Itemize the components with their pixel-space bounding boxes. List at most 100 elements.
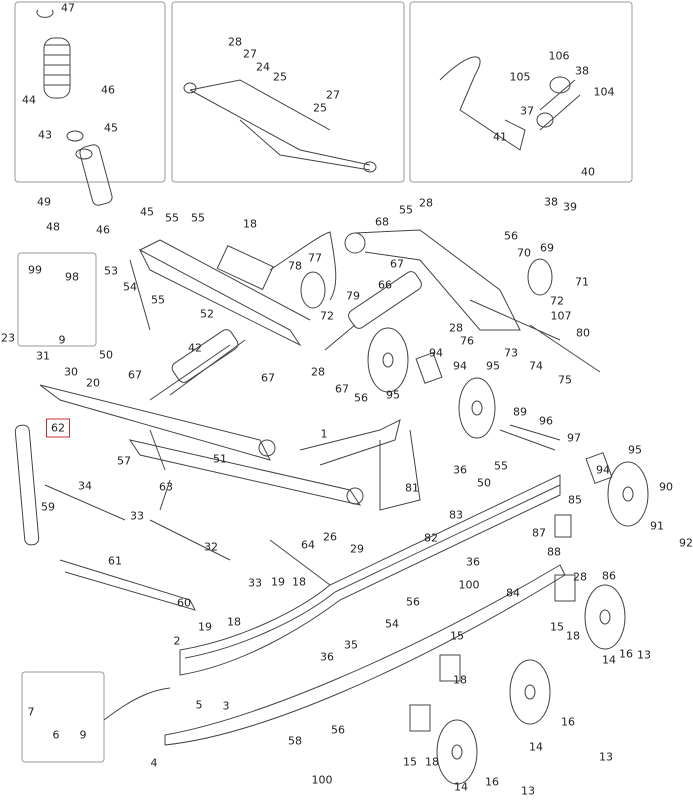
part-callout-63[interactable]: 63 xyxy=(159,480,173,494)
part-callout-90[interactable]: 90 xyxy=(659,480,673,494)
part-callout-38[interactable]: 38 xyxy=(575,64,589,78)
part-callout-98[interactable]: 98 xyxy=(65,270,79,284)
part-callout-14[interactable]: 14 xyxy=(454,780,468,794)
part-callout-100[interactable]: 100 xyxy=(311,773,333,787)
part-callout-55[interactable]: 55 xyxy=(165,211,179,225)
part-callout-62[interactable]: 62 xyxy=(46,418,70,438)
part-callout-18[interactable]: 18 xyxy=(425,755,439,769)
part-callout-74[interactable]: 74 xyxy=(529,359,543,373)
part-callout-1[interactable]: 1 xyxy=(320,427,328,441)
part-callout-67[interactable]: 67 xyxy=(390,257,404,271)
part-callout-46[interactable]: 46 xyxy=(101,83,115,97)
part-callout-56[interactable]: 56 xyxy=(504,229,518,243)
part-callout-70[interactable]: 70 xyxy=(517,246,531,260)
part-callout-79[interactable]: 79 xyxy=(346,289,360,303)
part-callout-55[interactable]: 55 xyxy=(191,211,205,225)
part-callout-91[interactable]: 91 xyxy=(650,519,664,533)
part-callout-26[interactable]: 26 xyxy=(323,530,337,544)
part-callout-54[interactable]: 54 xyxy=(123,280,137,294)
part-callout-41[interactable]: 41 xyxy=(493,130,507,144)
part-callout-72[interactable]: 72 xyxy=(320,309,334,323)
part-callout-71[interactable]: 71 xyxy=(575,275,589,289)
part-callout-7[interactable]: 7 xyxy=(27,705,35,719)
part-callout-28[interactable]: 28 xyxy=(419,196,433,210)
part-callout-86[interactable]: 86 xyxy=(602,569,616,583)
part-callout-19[interactable]: 19 xyxy=(198,620,212,634)
part-callout-95[interactable]: 95 xyxy=(386,388,400,402)
part-callout-13[interactable]: 13 xyxy=(637,648,651,662)
part-callout-46[interactable]: 46 xyxy=(96,223,110,237)
part-callout-24[interactable]: 24 xyxy=(256,60,270,74)
part-callout-104[interactable]: 104 xyxy=(593,85,615,99)
part-callout-56[interactable]: 56 xyxy=(406,595,420,609)
part-callout-48[interactable]: 48 xyxy=(46,220,60,234)
part-callout-78[interactable]: 78 xyxy=(288,259,302,273)
part-callout-55[interactable]: 55 xyxy=(399,203,413,217)
part-callout-37[interactable]: 37 xyxy=(520,104,534,118)
part-callout-58[interactable]: 58 xyxy=(288,734,302,748)
part-callout-80[interactable]: 80 xyxy=(576,326,590,340)
part-callout-94[interactable]: 94 xyxy=(596,463,610,477)
part-callout-35[interactable]: 35 xyxy=(344,638,358,652)
part-callout-96[interactable]: 96 xyxy=(539,414,553,428)
part-callout-77[interactable]: 77 xyxy=(308,251,322,265)
part-callout-87[interactable]: 87 xyxy=(532,526,546,540)
part-callout-100[interactable]: 100 xyxy=(458,578,480,592)
part-callout-18[interactable]: 18 xyxy=(243,217,257,231)
part-callout-5[interactable]: 5 xyxy=(195,698,203,712)
part-callout-47[interactable]: 47 xyxy=(61,1,75,15)
part-callout-106[interactable]: 106 xyxy=(548,49,570,63)
part-callout-27[interactable]: 27 xyxy=(326,88,340,102)
part-callout-3[interactable]: 3 xyxy=(222,699,230,713)
part-callout-61[interactable]: 61 xyxy=(108,554,122,568)
part-callout-23[interactable]: 23 xyxy=(1,331,15,345)
part-callout-16[interactable]: 16 xyxy=(561,715,575,729)
part-callout-56[interactable]: 56 xyxy=(354,391,368,405)
part-callout-18[interactable]: 18 xyxy=(227,615,241,629)
part-callout-34[interactable]: 34 xyxy=(78,479,92,493)
part-callout-31[interactable]: 31 xyxy=(36,349,50,363)
part-callout-16[interactable]: 16 xyxy=(619,647,633,661)
part-callout-9[interactable]: 9 xyxy=(58,333,66,347)
part-callout-15[interactable]: 15 xyxy=(550,620,564,634)
part-callout-54[interactable]: 54 xyxy=(385,617,399,631)
part-callout-16[interactable]: 16 xyxy=(485,775,499,789)
part-callout-33[interactable]: 33 xyxy=(130,509,144,523)
part-callout-14[interactable]: 14 xyxy=(602,653,616,667)
part-callout-18[interactable]: 18 xyxy=(566,629,580,643)
part-callout-44[interactable]: 44 xyxy=(22,93,36,107)
part-callout-55[interactable]: 55 xyxy=(494,459,508,473)
part-callout-32[interactable]: 32 xyxy=(204,540,218,554)
part-callout-14[interactable]: 14 xyxy=(529,740,543,754)
part-callout-55[interactable]: 55 xyxy=(151,293,165,307)
part-callout-85[interactable]: 85 xyxy=(568,493,582,507)
part-callout-15[interactable]: 15 xyxy=(403,755,417,769)
part-callout-36[interactable]: 36 xyxy=(320,650,334,664)
part-callout-13[interactable]: 13 xyxy=(521,784,535,798)
part-callout-69[interactable]: 69 xyxy=(540,241,554,255)
part-callout-4[interactable]: 4 xyxy=(150,756,158,770)
part-callout-49[interactable]: 49 xyxy=(37,195,51,209)
part-callout-40[interactable]: 40 xyxy=(581,165,595,179)
part-callout-25[interactable]: 25 xyxy=(273,70,287,84)
part-callout-13[interactable]: 13 xyxy=(599,750,613,764)
part-callout-107[interactable]: 107 xyxy=(550,309,572,323)
part-callout-9[interactable]: 9 xyxy=(79,728,87,742)
part-callout-84[interactable]: 84 xyxy=(506,586,520,600)
part-callout-28[interactable]: 28 xyxy=(449,321,463,335)
part-callout-83[interactable]: 83 xyxy=(449,508,463,522)
part-callout-57[interactable]: 57 xyxy=(117,454,131,468)
part-callout-33[interactable]: 33 xyxy=(248,576,262,590)
part-callout-19[interactable]: 19 xyxy=(271,575,285,589)
part-callout-6[interactable]: 6 xyxy=(52,728,60,742)
part-callout-45[interactable]: 45 xyxy=(104,121,118,135)
part-callout-18[interactable]: 18 xyxy=(292,575,306,589)
part-callout-67[interactable]: 67 xyxy=(335,382,349,396)
part-callout-18[interactable]: 18 xyxy=(453,673,467,687)
part-callout-67[interactable]: 67 xyxy=(128,368,142,382)
part-callout-66[interactable]: 66 xyxy=(378,278,392,292)
part-callout-64[interactable]: 64 xyxy=(301,538,315,552)
part-callout-67[interactable]: 67 xyxy=(261,371,275,385)
part-callout-39[interactable]: 39 xyxy=(563,200,577,214)
part-callout-89[interactable]: 89 xyxy=(513,405,527,419)
